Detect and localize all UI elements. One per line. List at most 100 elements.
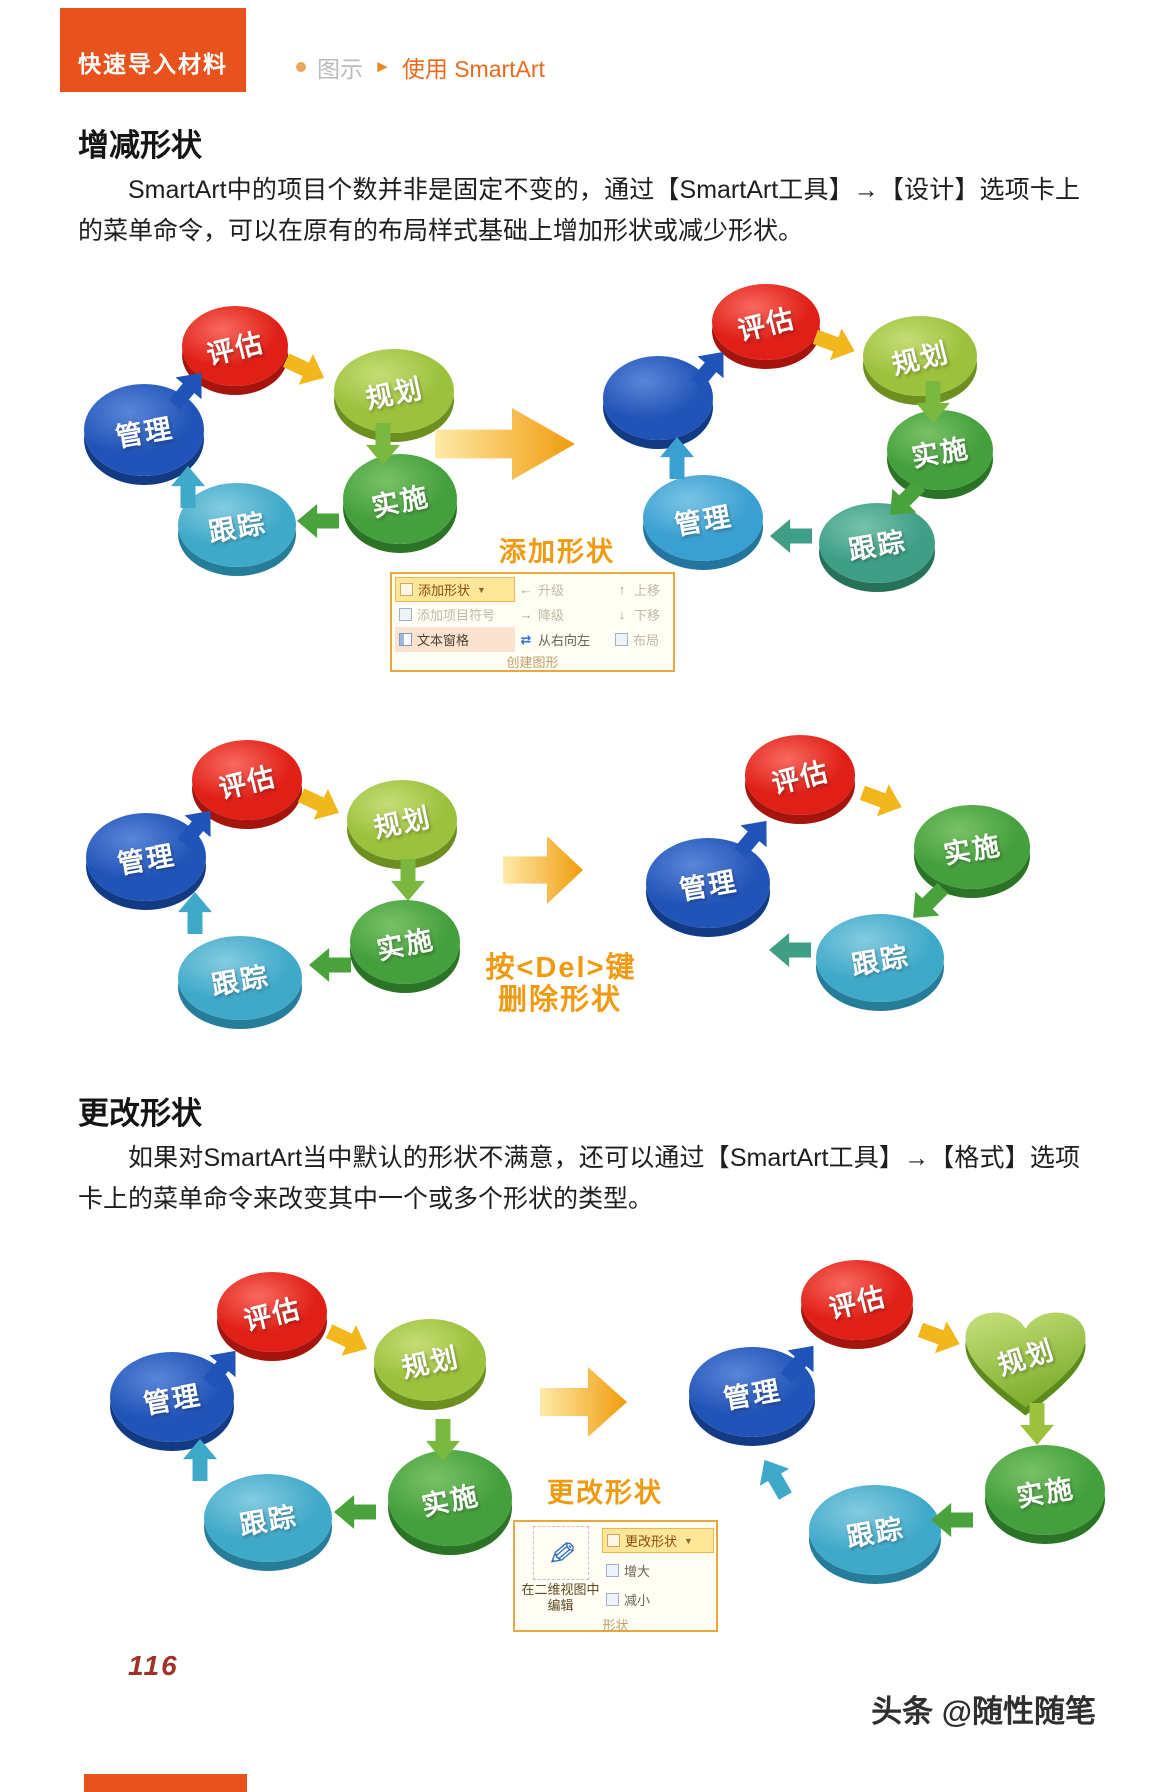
ribbon-group-label: 创建图形 (506, 655, 559, 670)
pencil-icon: ✎ (540, 1537, 581, 1569)
ribbon-create-graphic-group: 添加形状 ▼ 添加项目符号 文本窗格 ←升级 → 降级 ⇄ 从右向左 ↑ 上移 ↓ 下移 … (390, 572, 675, 672)
demote-button: → 降级 (515, 602, 611, 627)
node-label: 跟踪 (844, 1512, 907, 1553)
node-track: 跟踪 (809, 1485, 941, 1575)
node-plan: 规划 (334, 349, 454, 433)
node-plan: 规划 (863, 316, 977, 396)
bottom-accent-bar (84, 1774, 247, 1792)
move-up-button: ↑ 上移 (611, 577, 676, 602)
page-number: 116 (128, 1650, 179, 1681)
text-pane-icon (399, 633, 412, 646)
flow-arrow-icon (750, 1451, 800, 1504)
flow-arrow-icon (770, 519, 812, 553)
demote-label: 降级 (538, 608, 565, 623)
move-down-icon: ↓ (618, 607, 626, 622)
promote-button: ←升级 (515, 577, 611, 602)
change-shape-button: 更改形状▼ (602, 1528, 714, 1554)
edit-in-2d-button: ✎ 在二维视图中编辑 (519, 1526, 602, 1615)
node-label: 实施 (369, 480, 433, 523)
transition-arrow-icon (503, 836, 583, 904)
node-label: 评估 (240, 1292, 305, 1336)
ribbon-column: ↑ 上移 ↓ 下移 布局 (611, 577, 676, 652)
move-up-icon: ↑ (618, 582, 626, 597)
figure-caption-add-shape: 添加形状 (499, 537, 615, 567)
layout-label: 布局 (633, 633, 660, 648)
right-to-left-icon: ⇄ (520, 631, 532, 647)
flow-arrow-icon (178, 892, 212, 934)
node-blank-new (603, 356, 713, 440)
figure-caption-delete-line2: 删除形状 (497, 984, 623, 1016)
section-heading-change-shape: 更改形状 (78, 1096, 202, 1131)
node-label: 规划 (888, 336, 953, 380)
breadcrumb-section: 图示 (317, 56, 363, 82)
flow-arrow-icon (183, 1439, 217, 1481)
node-track: 跟踪 (178, 936, 302, 1020)
change-shape-icon (607, 1534, 620, 1548)
selection-box: ✎ (532, 1526, 589, 1580)
move-down-label: 下移 (634, 608, 661, 623)
section-paragraph: 如果对SmartArt当中默认的形状不满意，还可以通过【SmartArt工具】→… (78, 1144, 1080, 1213)
ribbon-column: 更改形状▼ 增大 减小 (602, 1526, 714, 1615)
node-label: 跟踪 (846, 525, 909, 566)
node-evaluate: 评估 (182, 306, 288, 386)
edit-in-2d-line2: 编辑 (547, 1598, 574, 1614)
move-up-label: 上移 (634, 583, 661, 598)
breadcrumb-title: 使用 SmartArt (401, 56, 545, 82)
larger-button: 增大 (602, 1558, 714, 1583)
breadcrumb-arrow-icon: ► (374, 57, 391, 76)
dropdown-caret-icon: ▼ (684, 1535, 693, 1546)
ribbon-column: 添加形状 ▼ 添加项目符号 文本窗格 (395, 577, 515, 652)
node-label: 规划 (363, 372, 427, 415)
node-label: 评估 (768, 755, 833, 799)
text-pane-button: 文本窗格 (395, 627, 515, 652)
node-evaluate: 评估 (745, 735, 855, 815)
node-plan: 规划 (347, 780, 457, 860)
node-implement: 实施 (388, 1450, 512, 1546)
layout-icon (615, 633, 628, 646)
node-label: 规划 (399, 1341, 463, 1384)
flow-arrow-icon (334, 1495, 376, 1529)
ribbon-shapes-group: ✎ 在二维视图中编辑 更改形状▼ 增大 减小 形状 (513, 1520, 718, 1633)
demote-icon: → (519, 607, 533, 622)
bullet-icon (296, 62, 306, 72)
ribbon-grid: ✎ 在二维视图中编辑 更改形状▼ 增大 减小 (515, 1522, 716, 1615)
node-plan: 规划 (374, 1319, 486, 1401)
add-bullet-button: 添加项目符号 (395, 602, 515, 627)
dropdown-caret-icon: ▼ (477, 584, 486, 595)
node-label: 规划 (371, 801, 435, 844)
flow-arrow-icon (856, 777, 907, 823)
transition-arrow-icon (540, 1367, 627, 1437)
node-track: 跟踪 (178, 483, 296, 567)
node-implement: 实施 (985, 1445, 1105, 1535)
node-label: 实施 (909, 432, 972, 473)
add-shape-label: 添加形状 (418, 583, 471, 598)
node-label: 实施 (941, 829, 1004, 870)
node-label: 跟踪 (237, 1500, 300, 1541)
node-label: 跟踪 (849, 940, 912, 981)
node-label: 实施 (374, 923, 438, 966)
node-label: 实施 (1014, 1472, 1077, 1513)
node-label: 跟踪 (209, 960, 272, 1001)
right-to-left-label: 从右向左 (538, 633, 591, 648)
add-bullet-label: 添加项目符号 (417, 608, 496, 623)
node-track: 跟踪 (819, 503, 935, 583)
edit-in-2d-line1: 在二维视图中 (521, 1582, 600, 1597)
node-track: 跟踪 (204, 1474, 332, 1562)
flow-arrow-icon (297, 504, 339, 538)
larger-icon (606, 1563, 619, 1577)
node-label: 评估 (825, 1280, 890, 1324)
node-evaluate: 评估 (801, 1260, 913, 1340)
breadcrumb: 图示 ► 使用 SmartArt (296, 50, 545, 84)
node-evaluate: 评估 (192, 740, 302, 820)
node-label: 管理 (672, 500, 735, 541)
node-implement: 实施 (914, 805, 1030, 889)
layout-button: 布局 (611, 627, 676, 652)
ribbon-group-label: 形状 (602, 1617, 629, 1633)
node-manage: 管理 (86, 813, 206, 901)
node-track: 跟踪 (816, 914, 944, 1002)
node-plan-heart (965, 1312, 1086, 1408)
flow-arrow-icon (769, 933, 811, 967)
ribbon-column: ←升级 → 降级 ⇄ 从右向左 (515, 577, 611, 652)
ribbon-grid: 添加形状 ▼ 添加项目符号 文本窗格 ←升级 → 降级 ⇄ 从右向左 ↑ 上移 ↓ 下移 … (392, 574, 673, 652)
